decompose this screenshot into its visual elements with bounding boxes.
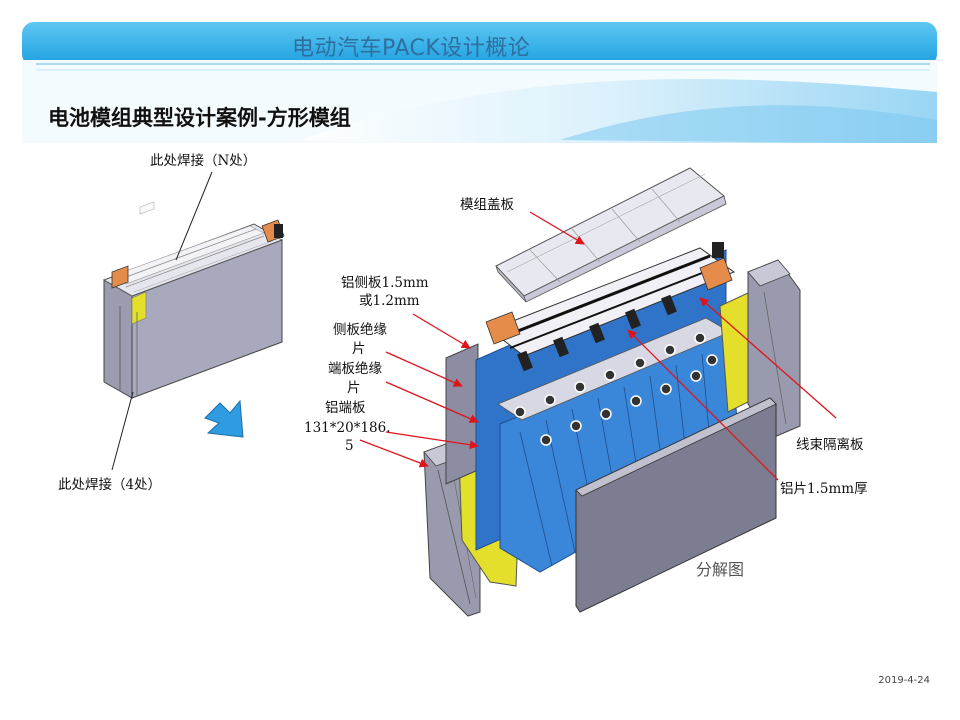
weld-n-label: 此处焊接（N处）: [150, 153, 257, 169]
harness-board-label: 线束隔离板: [796, 437, 864, 453]
al-end-plate-label: 铝端板: [325, 400, 366, 416]
al-side-plate-label-2: 或1.2mm: [359, 293, 420, 309]
end-insulation-label: 端板绝缘: [328, 361, 382, 377]
al-end-plate-dim: 131*20*186.: [304, 420, 391, 436]
al-end-plate-dim-2: 5: [345, 438, 354, 454]
deck-title: 电动汽车PACK设计概论: [292, 36, 531, 61]
side-insulation-label-2: 片: [352, 341, 366, 357]
exploded-view-illustration: [423, 167, 801, 617]
exploded-view-caption: 分解图: [696, 560, 745, 579]
weld-4-label: 此处焊接（4处）: [58, 477, 162, 493]
assembled-module-illustration: [102, 201, 285, 399]
slide-date: 2019-4-24: [878, 675, 930, 686]
cover-label: 模组盖板: [460, 197, 514, 213]
header-banner: [22, 22, 960, 160]
al-side-plate-label: 铝侧板1.5mm: [341, 275, 429, 291]
side-insulation-label: 侧板绝缘: [333, 322, 387, 338]
slide-heading: 电池模组典型设计案例-方形模组: [48, 106, 351, 130]
end-insulation-label-2: 片: [347, 380, 361, 396]
al-sheet-label: 铝片1.5mm厚: [780, 481, 868, 497]
arrow-right-down-icon: [204, 399, 244, 438]
